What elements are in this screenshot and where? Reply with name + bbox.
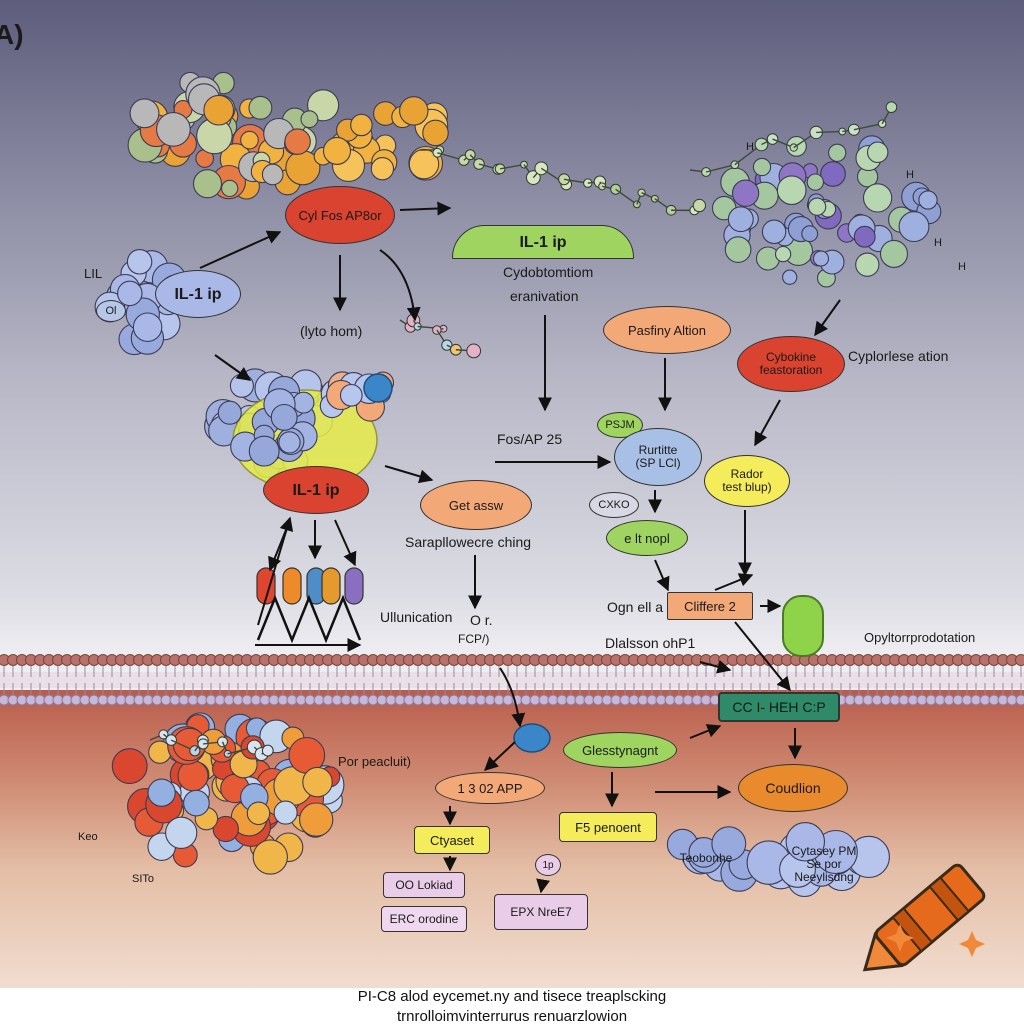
node-1302-app: 1 3 02 APP: [435, 772, 545, 804]
node-cliffere-2: Cliffere 2: [667, 592, 753, 620]
label-h-2: H: [906, 169, 914, 181]
node-ip-small: 1p: [535, 854, 561, 876]
node-teobonhe: Teobonhe: [679, 850, 733, 865]
node-cytasey-pm: Cytasey PM Se por Neeylisdng: [791, 843, 857, 884]
label-eranivation: eranivation: [510, 288, 579, 304]
panel-letter: A): [0, 19, 24, 50]
node-il1-red: IL-1 ip: [263, 466, 369, 514]
label-sito: SITo: [132, 873, 155, 885]
label-h-1: H: [746, 141, 754, 153]
label-lil: LIL: [84, 266, 103, 281]
node-coudlion: Coudlion: [738, 764, 848, 812]
node-gene-assay: Get assw: [420, 480, 532, 530]
label-or: O r.: [470, 612, 493, 628]
node-epx-nree7: EPX NreE7: [494, 894, 588, 930]
caption-box: PI-C8 alod eycemet.ny and tisece treapls…: [0, 988, 1024, 1024]
node-il1-green: IL-1 ip: [452, 225, 634, 259]
node-cxko: CXKO: [589, 492, 639, 518]
pathway-arrows: [199, 201, 841, 894]
label-por-peacluit: Por peacluit): [338, 754, 411, 769]
node-il1-top-left: IL-1 ip: [155, 270, 241, 318]
node-rurtitte: Rurtitte (SP LCl): [614, 428, 702, 486]
node-rador: Rador test blup): [704, 455, 790, 507]
label-cydobtomtiom: Cydobtomtiom: [503, 264, 594, 280]
node-ctyaset: Ctyaset: [414, 826, 490, 854]
caption-line-1: PI-C8 alod eycemet.ny and tisece treapls…: [357, 988, 667, 1005]
label-ullunication: Ullunication: [380, 609, 453, 625]
node-pathway-action: Pasfiny Altion: [603, 306, 731, 354]
node-psjm: PSJM: [597, 412, 643, 438]
node-cc-heh: CC I- HEH C:P: [718, 692, 840, 722]
label-dlalsson: Dlalsson ohP1: [605, 635, 696, 651]
label-lyto-hom: (lyto hom): [300, 323, 363, 339]
label-cyplorlese: Cyplorlese ation: [848, 348, 949, 364]
label-fos-ap: Fos/AP 25: [497, 431, 563, 447]
label-keo: Keo: [78, 831, 98, 843]
node-f5-penoent: F5 penoent: [559, 812, 657, 842]
node-erc-orodine: ERC orodine: [381, 906, 467, 932]
cell-membrane: [0, 654, 1024, 706]
node-e-lt-nopl: e lt nopl: [606, 520, 688, 556]
node-cyl-fos-ap: Cyl Fos AP8or: [285, 186, 395, 244]
label-h-4: H: [958, 261, 966, 273]
label-h-3: H: [934, 237, 942, 249]
node-glesstynagnt: Glesstynagnt: [563, 732, 677, 768]
node-oo-lokiad: OO Lokiad: [383, 872, 465, 898]
node-cytokine-release: Cybokine feastoration: [737, 336, 845, 392]
label-sarapllowecre: Sarapllowecre ching: [405, 534, 532, 550]
label-ogn-ell: Ogn ell a: [607, 599, 664, 615]
crayon-icon: [862, 863, 986, 972]
node-ol: Ol: [96, 300, 126, 322]
caption-line-2: trnrolloimvinterrurus renuarzlowion: [396, 1008, 628, 1024]
label-fcp: FCP/): [458, 632, 490, 646]
label-opyltorr: Opyltorrprodotation: [864, 630, 976, 645]
